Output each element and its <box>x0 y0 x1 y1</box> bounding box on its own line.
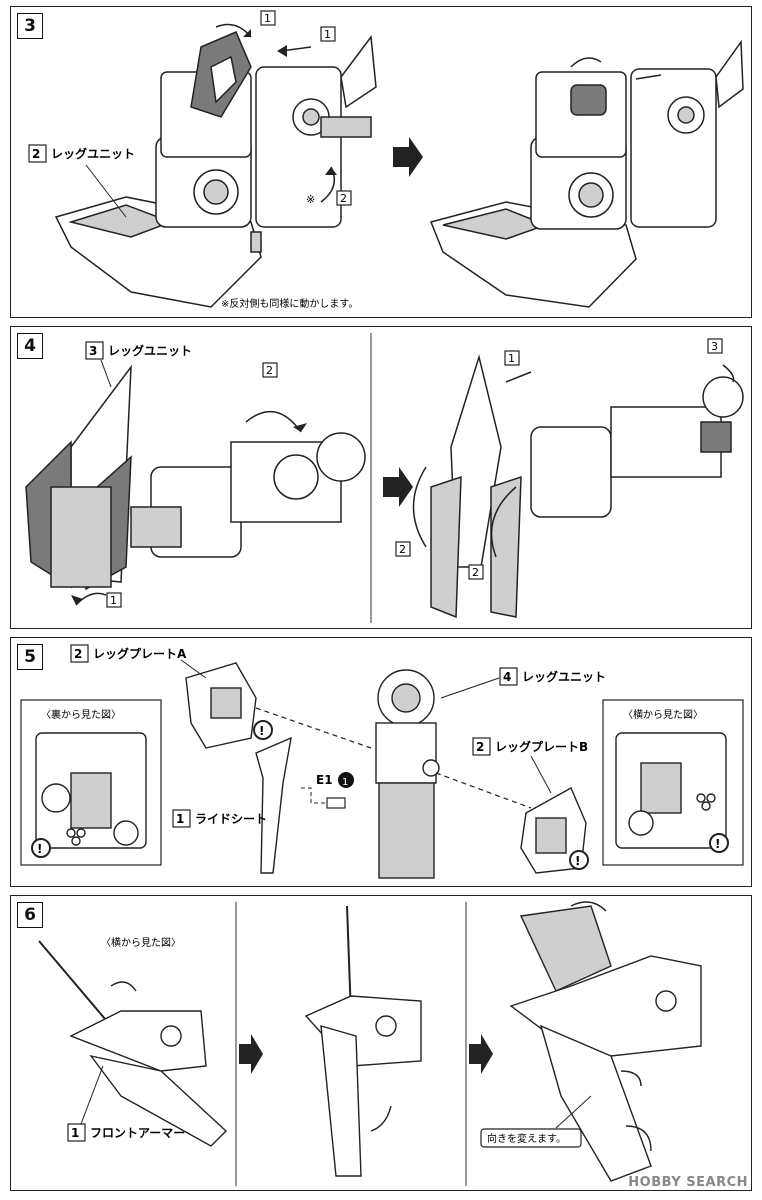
opposite-side-note: ※反対側も同様に動かします。 <box>221 297 358 310</box>
arrow-head <box>71 423 307 605</box>
callout-boxes <box>28 10 352 206</box>
callout-arrow-1: 1 <box>264 12 271 25</box>
step-6-illustration: 〈横から見た図〉 1 フロントアーマー <box>38 901 702 1186</box>
leg-unit-drawing-right <box>429 39 744 308</box>
step-6-panel: 6 〈横から見た図〉 1 フロントアーマー <box>10 895 752 1191</box>
part-code: E1 <box>316 773 333 787</box>
caution-mark: ! <box>715 837 720 851</box>
leg-unit-part-number: 4 <box>503 670 511 684</box>
ride-seat-label: ライドシート <box>195 812 267 826</box>
ride-seat-drawing <box>255 736 292 874</box>
step-number: 6 <box>17 902 43 928</box>
front-armor-drawing <box>69 1010 228 1147</box>
leader-line <box>85 164 127 218</box>
e1-part-drawing <box>326 797 346 809</box>
caution-mark: ! <box>259 724 264 738</box>
caution-icon <box>253 720 273 740</box>
callout-2a: 2 <box>399 543 406 556</box>
callout-arrow-1b: 1 <box>324 28 331 41</box>
step-4-illustration: 2 1 3 レッグユニット 1 3 2 <box>25 333 744 623</box>
step-number: 4 <box>17 333 43 359</box>
turn-note-box <box>480 1128 582 1148</box>
callout-3: 3 <box>711 340 718 353</box>
front-armor-drawing-rotated <box>304 995 422 1177</box>
rotation-arrow-after <box>570 57 662 80</box>
step-4-panel: 4 2 1 3 レッグユニット <box>10 326 752 629</box>
back-view-caption: 〈裏から見た図〉 <box>41 708 121 721</box>
caution-icon <box>709 833 729 853</box>
leg-plate-a-drawing <box>185 662 257 749</box>
next-step-arrow <box>239 1034 263 1074</box>
callout-2b: 2 <box>472 566 479 579</box>
step-3-panel: 3 <box>10 6 752 318</box>
plate-b-part-number: 2 <box>476 740 484 754</box>
caution-icon <box>31 838 51 858</box>
caution-mark: ! <box>575 854 580 868</box>
front-armor-part-number: 1 <box>71 1126 79 1140</box>
leg-unit-label: レッグユニット <box>522 669 606 684</box>
step-5-illustration: 〈裏から見た図〉 ! ! 2 レッグプレートA 1 ライドシート E1 1 <box>20 644 744 879</box>
callout-arrow-1: 1 <box>110 594 117 607</box>
side-view-caption: 〈横から見た図〉 <box>623 708 703 721</box>
step-number: 3 <box>17 13 43 39</box>
turn-note: 向きを変えます。 <box>487 1132 566 1145</box>
next-step-arrow <box>469 1034 493 1074</box>
leg-unit-label: レッグユニット <box>108 343 192 358</box>
watermark: HOBBY SEARCH <box>628 1175 748 1190</box>
callout-arrow-2: 2 <box>340 192 347 205</box>
side-view-caption: 〈横から見た図〉 <box>101 936 181 949</box>
rotation-arrow <box>570 901 652 1152</box>
plate-b-label: レッグプレートB <box>495 739 588 754</box>
step-number: 5 <box>17 644 43 670</box>
callout-boxes <box>395 338 723 580</box>
part-count: 1 <box>342 777 348 788</box>
dashed-guide <box>255 707 372 749</box>
leg-unit-drawing-right <box>430 354 744 619</box>
leg-unit-part-number: 3 <box>89 344 97 358</box>
callout-1: 1 <box>508 352 515 365</box>
plate-a-part-number: 2 <box>74 647 82 661</box>
step-3-illustration: 1 1 ※ 2 2 レッグユニット ※反対側も同様に動かします。 <box>28 10 744 310</box>
part-count-badge <box>338 772 354 788</box>
plate-a-label: レッグプレートA <box>93 646 187 661</box>
callout-boxes <box>85 341 278 608</box>
rotation-arrow <box>412 364 735 558</box>
dashed-guide <box>435 772 532 809</box>
leg-unit-drawing <box>375 669 440 879</box>
front-armor-assembled <box>509 905 702 1182</box>
next-step-arrow <box>383 467 413 507</box>
caution-mark: ! <box>37 842 42 856</box>
rotation-arrow <box>110 981 137 992</box>
callout-mark: ※ <box>306 193 315 206</box>
caution-icon <box>569 850 589 870</box>
arrow-head <box>243 29 337 175</box>
ride-seat-part-number: 1 <box>176 812 184 826</box>
leg-unit-part-number: 2 <box>32 147 40 161</box>
front-armor-label: フロントアーマー <box>90 1126 185 1140</box>
step-5-panel: 5 〈裏から見た図〉 ! ! 2 レッグプレートA 1 ライドシート <box>10 637 752 887</box>
leg-unit-label: レッグユニット <box>51 146 135 161</box>
next-step-arrow <box>393 137 423 177</box>
leg-plate-b-drawing <box>520 787 587 874</box>
callout-arrow-2: 2 <box>266 364 273 377</box>
leg-unit-drawing-left <box>54 31 377 308</box>
rotation-arrow <box>370 1105 392 1132</box>
leg-unit-drawing-left <box>25 364 366 591</box>
